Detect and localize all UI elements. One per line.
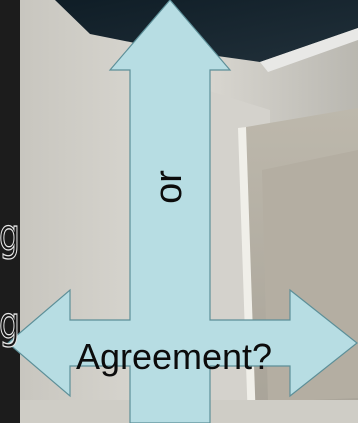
partial-text-fragment: g: [0, 214, 20, 258]
vertical-arrow-label: or: [150, 170, 188, 204]
partial-text-fragment: g: [0, 302, 20, 346]
horizontal-arrow-label: Agreement?: [58, 339, 290, 375]
